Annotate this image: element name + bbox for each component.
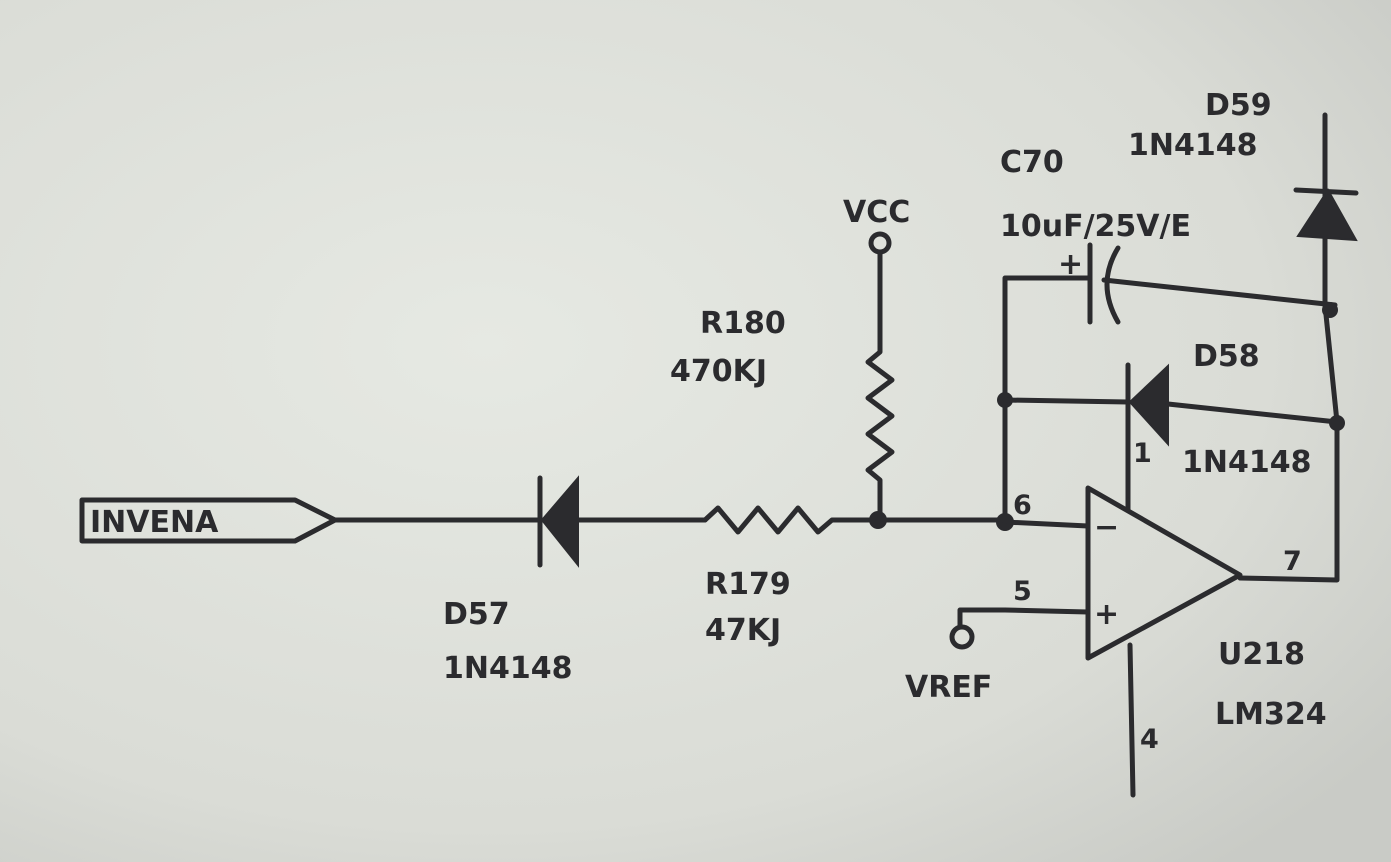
opamp-u218: − + <box>1085 485 1243 798</box>
pin-5-label: 5 <box>1013 576 1032 607</box>
opamp-plus-sign: + <box>1094 597 1119 632</box>
c70-value: 10uF/25V/E <box>1000 209 1191 244</box>
c70-polarity: + <box>1058 247 1083 282</box>
diode-d57 <box>537 475 708 568</box>
resistor-r180 <box>865 249 895 523</box>
d58-value: 1N4148 <box>1182 445 1311 480</box>
junction-node-c70 <box>1322 302 1338 318</box>
vref-wire <box>957 607 1091 628</box>
r180-ref: R180 <box>700 306 786 341</box>
diode-d59 <box>1293 187 1359 242</box>
invena-label: INVENA <box>90 505 219 540</box>
r179-ref: R179 <box>705 567 791 602</box>
d58-ref: D58 <box>1193 339 1260 374</box>
d57-ref: D57 <box>443 597 510 632</box>
vcc-label: VCC <box>843 195 910 230</box>
r180-value: 470KJ <box>670 354 767 389</box>
opamp-minus-sign: − <box>1094 510 1119 545</box>
invena-net-flag: INVENA <box>79 497 338 544</box>
d57-value: 1N4148 <box>443 651 572 686</box>
capacitor-c70: + <box>1058 242 1338 325</box>
r179-value: 47KJ <box>705 613 781 648</box>
diode-d58 <box>1002 362 1340 503</box>
vref-label: VREF <box>905 670 992 705</box>
d59-ref: D59 <box>1205 88 1272 123</box>
d59-value: 1N4148 <box>1128 128 1257 163</box>
resistor-r179 <box>702 505 881 535</box>
u218-value: LM324 <box>1215 697 1327 732</box>
vref-terminal <box>949 624 975 650</box>
pin-6-label: 6 <box>1013 490 1032 521</box>
c70-ref: C70 <box>1000 145 1064 180</box>
u218-ref: U218 <box>1218 637 1305 672</box>
feedback-left-wire <box>1002 275 1091 525</box>
junction-node-d58 <box>1329 415 1345 431</box>
pin-1-label: 1 <box>1133 438 1152 469</box>
pin-4-label: 4 <box>1140 724 1159 755</box>
pin-7-label: 7 <box>1283 546 1302 577</box>
